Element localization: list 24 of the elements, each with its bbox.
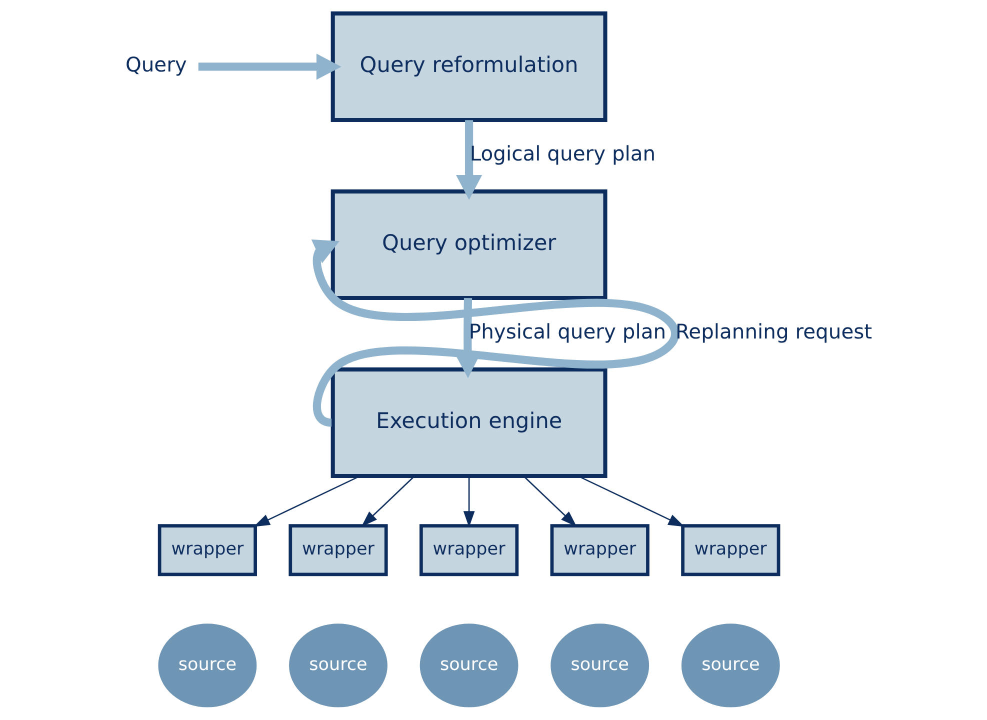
- node-box: wrapper: [157, 524, 256, 576]
- arrow: [456, 120, 482, 200]
- node-box: wrapper: [288, 524, 388, 576]
- node-ellipse: source: [158, 624, 256, 708]
- node-box: wrapper: [680, 524, 780, 576]
- node-ellipse: source: [288, 624, 387, 708]
- edge-label: Replanning request: [675, 319, 872, 344]
- node-box: Query reformulation: [330, 11, 607, 122]
- arrow: [253, 475, 360, 527]
- arrow: [198, 54, 341, 80]
- node-box: Query optimizer: [330, 189, 607, 300]
- edge-label: Physical query plan: [468, 319, 666, 344]
- arrow: [462, 476, 474, 528]
- node-box: Execution engine: [330, 367, 607, 478]
- node-box: wrapper: [419, 524, 518, 576]
- arrow: [360, 476, 414, 527]
- node-ellipse: source: [419, 624, 518, 708]
- arrow: [522, 476, 576, 527]
- node-box: wrapper: [550, 524, 649, 576]
- node-ellipse: source: [680, 624, 780, 708]
- node-ellipse: source: [550, 624, 649, 708]
- arrow: [310, 239, 678, 427]
- node-text: Query: [124, 52, 186, 76]
- edge-label: Logical query plan: [469, 141, 656, 166]
